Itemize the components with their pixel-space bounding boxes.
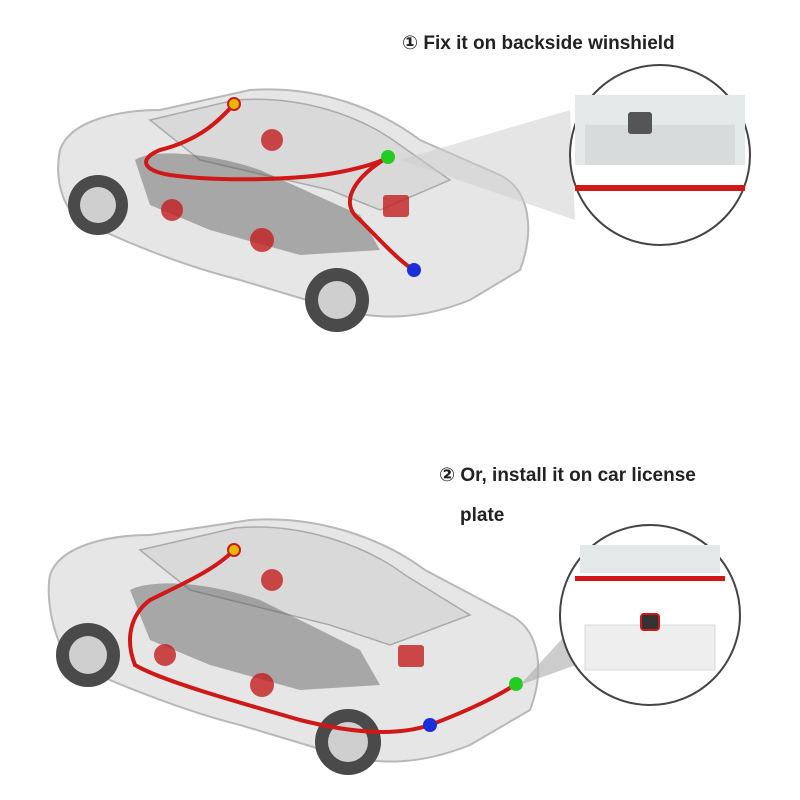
reverse-light-marker — [407, 263, 421, 277]
car-cutaway-illustration-2 — [47, 518, 741, 775]
rear-wheel — [315, 709, 381, 775]
camera-marker — [381, 150, 395, 164]
car-body — [57, 88, 530, 318]
callout-beam — [400, 110, 575, 220]
step1-panel: ① Fix it on backside winshield — [57, 33, 751, 332]
front-wheel — [68, 175, 128, 235]
dvr-marker — [227, 97, 241, 111]
rear-wheel — [305, 268, 369, 332]
dvr-marker — [227, 543, 241, 557]
step2-caption-line2: plate — [460, 505, 505, 526]
reverse-light-marker — [423, 718, 437, 732]
step2-panel: ② Or, install it on car license plate — [0, 400, 800, 800]
interior-parts — [161, 129, 409, 252]
step2-caption-line1: ② Or, install it on car license — [439, 465, 696, 486]
step1-caption: ① Fix it on backside winshield — [402, 33, 675, 54]
wire-route — [144, 102, 416, 272]
zoom-detail-license-plate — [559, 524, 741, 706]
front-wheel — [56, 623, 120, 687]
zoom-detail-windshield — [569, 64, 751, 246]
car-body — [47, 518, 540, 763]
camera-marker — [509, 677, 523, 691]
car-cutaway-illustration-1 — [57, 64, 751, 332]
interior-parts — [154, 569, 424, 697]
